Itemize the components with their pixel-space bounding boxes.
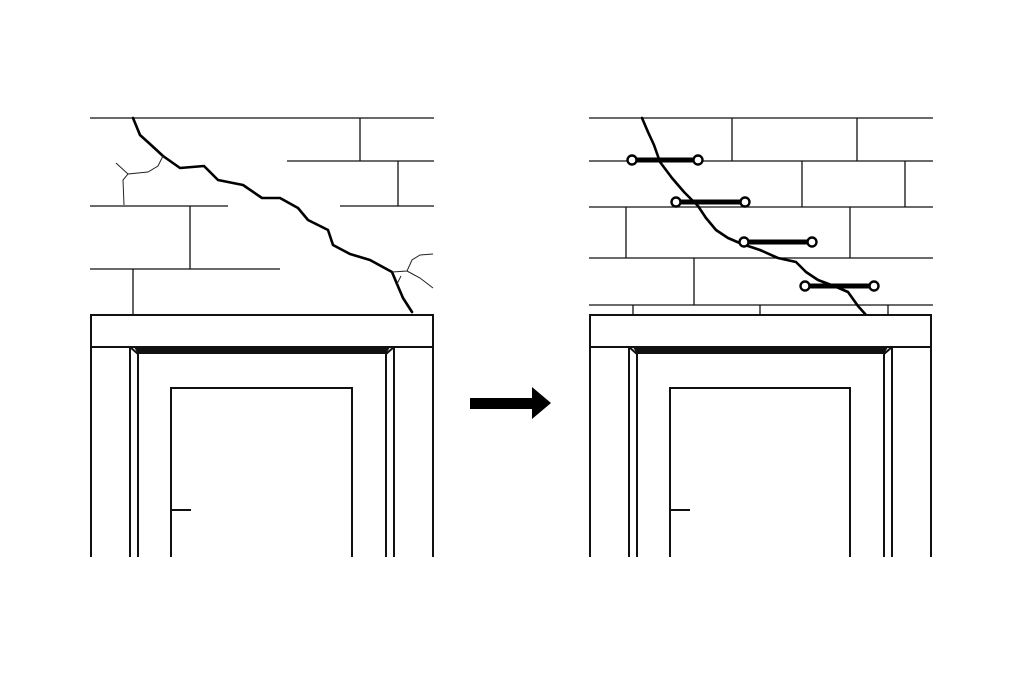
door-header-bar (633, 347, 888, 354)
door-after (589, 314, 932, 557)
frame-miter (129, 346, 139, 355)
crack-stitch-staples (626, 154, 880, 292)
door-header-bar (134, 347, 390, 354)
door-handle-icon (669, 497, 690, 524)
door-leaf (170, 387, 353, 557)
brick-wall-before (90, 117, 434, 315)
door-leaf (669, 387, 851, 557)
hairline-cracks (115, 155, 434, 289)
frame-miter (883, 346, 893, 355)
lintel (589, 314, 932, 348)
crack-icon (131, 116, 414, 314)
brick-wall-after (589, 117, 933, 315)
door-handle-icon (170, 497, 191, 524)
crack-stitch-staple-icon (626, 154, 704, 166)
frame-miter (628, 346, 638, 355)
panel-after (589, 116, 933, 557)
arrow-right-icon (470, 387, 551, 419)
lintel (90, 314, 434, 348)
crack-stitch-staple-icon (738, 236, 818, 248)
panel-before (90, 116, 434, 557)
crack-stitch-staple-icon (799, 280, 880, 292)
crack-stitch-staple-icon (670, 196, 751, 208)
frame-miter (385, 346, 395, 355)
door-before (90, 314, 434, 557)
